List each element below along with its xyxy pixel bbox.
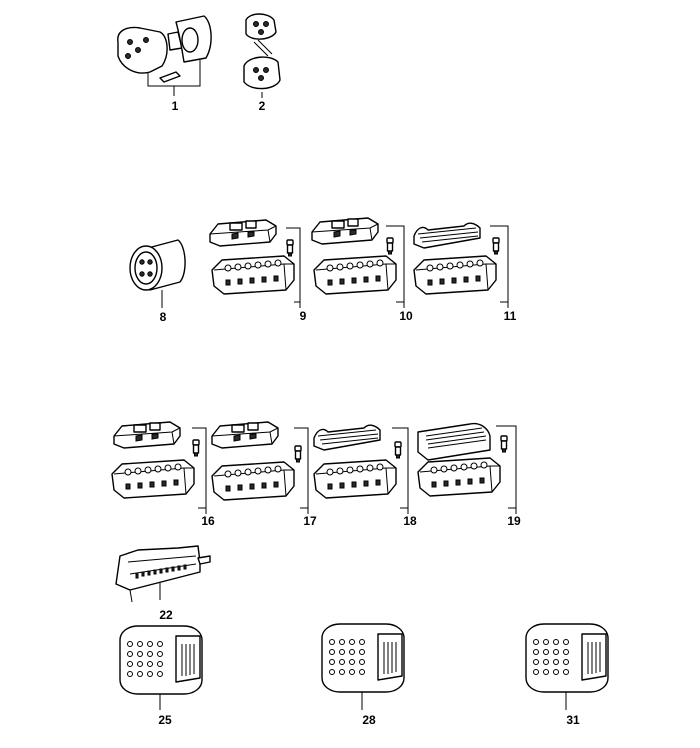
part-label-10: 10	[399, 309, 413, 323]
part-16-connector-set	[111, 421, 207, 514]
part-label-25: 25	[158, 713, 172, 727]
part-label-1: 1	[171, 99, 179, 113]
part-label-31: 31	[566, 713, 580, 727]
part-25-multipin-block	[119, 625, 203, 710]
part-label-11: 11	[503, 309, 517, 323]
part-label-28: 28	[362, 713, 376, 727]
part-17-connector-set	[211, 421, 309, 514]
part-label-17: 17	[303, 514, 317, 528]
part-9-connector-set	[209, 219, 301, 308]
part-22-strip-connector	[115, 545, 211, 603]
part-label-22: 22	[159, 608, 173, 622]
part-31-multipin-block	[525, 623, 609, 710]
part-label-8: 8	[159, 310, 167, 324]
part-1-pin	[159, 71, 181, 83]
part-11-connector-set	[413, 222, 509, 308]
part-label-2: 2	[258, 99, 266, 113]
part-2-connector	[243, 13, 281, 98]
part-8-round-connector	[129, 239, 186, 308]
part-10-connector-set	[311, 217, 405, 308]
part-1-connector	[117, 15, 212, 96]
part-label-19: 19	[507, 514, 521, 528]
part-label-18: 18	[403, 514, 417, 528]
part-label-9: 9	[299, 309, 307, 323]
part-19-connector-set	[417, 422, 517, 514]
part-label-16: 16	[201, 514, 215, 528]
part-28-multipin-block	[321, 623, 405, 710]
part-18-connector-set	[313, 424, 409, 514]
